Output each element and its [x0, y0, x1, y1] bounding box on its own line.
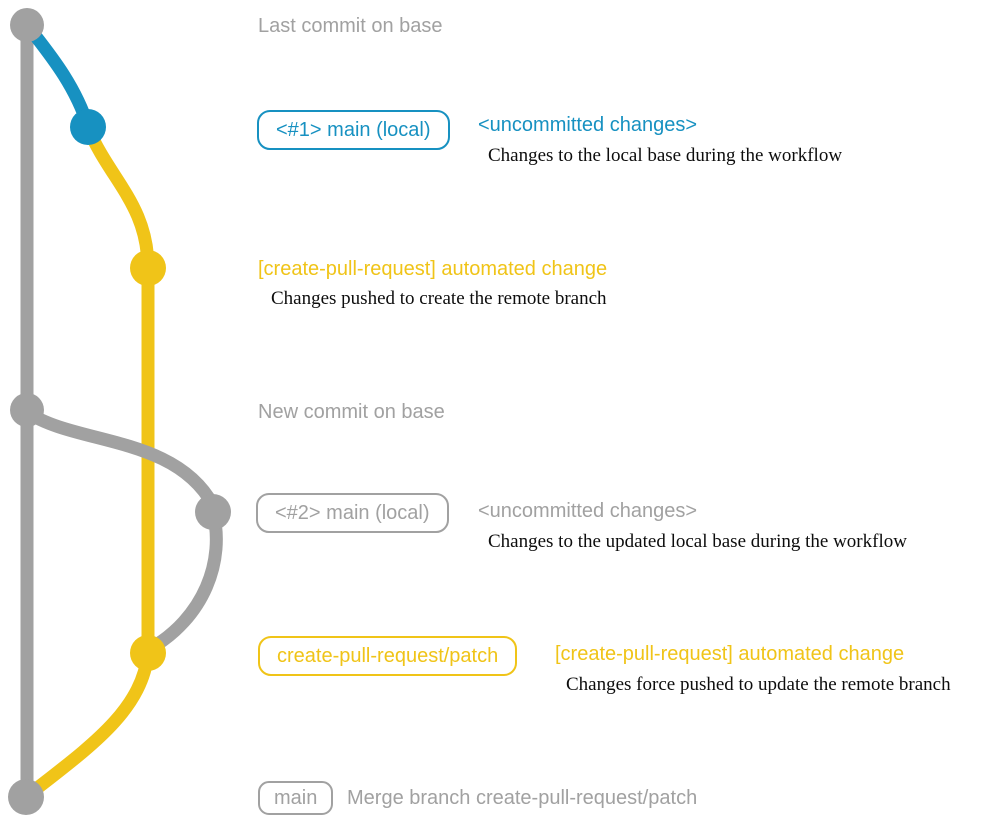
note-local-base-changes: Changes to the local base during the wor…: [488, 145, 843, 166]
branch-badge-main-local-1: <#1> main (local): [257, 110, 450, 150]
patch-branch-curve-top: [81, 121, 155, 275]
branch-badge-main-local-2-label: <#2> main (local): [275, 502, 430, 524]
commit-main-local-2-icon: [195, 494, 231, 530]
commit-main-local-1-icon: [70, 109, 106, 145]
local-main-2-branch-curve-out: [20, 405, 220, 512]
uncommitted-changes-1-label: <uncommitted changes>: [478, 114, 698, 136]
note-changes-force-pushed: Changes force pushed to update the remot…: [566, 674, 951, 695]
branch-badge-main-local-2: <#2> main (local): [256, 493, 449, 533]
commit-base-new-icon: [10, 393, 44, 427]
automated-change-2-label: [create-pull-request] automated change: [555, 643, 905, 665]
note-updated-local-base-changes: Changes to the updated local base during…: [488, 531, 907, 552]
branch-badge-main-local-1-label: <#1> main (local): [276, 119, 431, 141]
commit-automated-change-1-icon: [130, 250, 166, 286]
uncommitted-changes-2-label: <uncommitted changes>: [478, 500, 698, 522]
branch-badge-patch-label: create-pull-request/patch: [277, 645, 499, 667]
heading-last-commit-on-base: Last commit on base: [258, 15, 443, 37]
commit-base-top-icon: [10, 8, 44, 42]
branch-badge-patch: create-pull-request/patch: [258, 636, 518, 676]
local-main-2-branch-curve-in: [141, 505, 223, 657]
patch-branch-merge-curve: [19, 646, 155, 804]
branch-badge-main: main: [258, 781, 334, 815]
heading-new-commit-on-base: New commit on base: [258, 401, 445, 423]
merge-commit-message: Merge branch create-pull-request/patch: [347, 787, 698, 809]
local-main-1-branch-line: [20, 18, 95, 133]
automated-change-1-label: [create-pull-request] automated change: [258, 258, 608, 280]
note-changes-pushed: Changes pushed to create the remote bran…: [271, 288, 607, 309]
branch-badge-main-label: main: [274, 787, 318, 809]
commit-automated-change-2-icon: [130, 635, 166, 671]
commit-merge-icon: [8, 779, 44, 815]
